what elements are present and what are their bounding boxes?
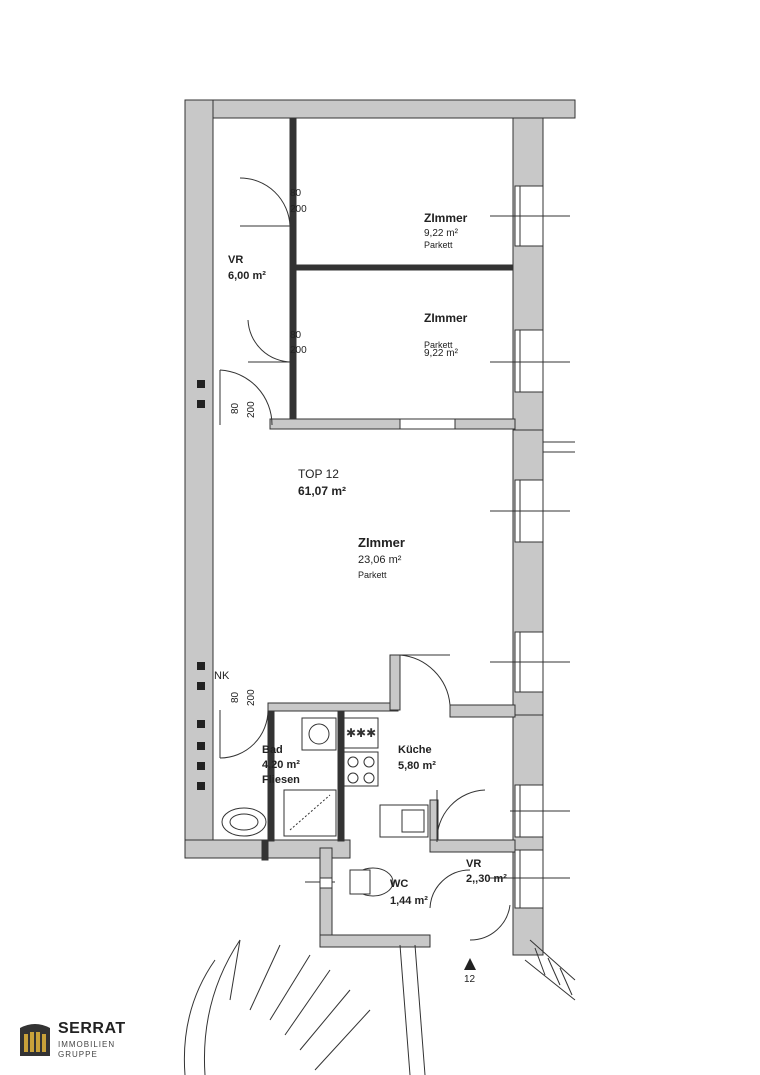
door-height-3: 200	[246, 401, 257, 418]
top-label: TOP 12	[298, 467, 339, 481]
zimmer-large-name: ZImmer	[358, 535, 405, 550]
bad-area: 4,20 m²	[262, 759, 300, 771]
logo-line1: IMMOBILIEN	[58, 1040, 116, 1049]
wc-area: 1,44 m²	[390, 895, 428, 907]
bad-floor: Fliesen	[262, 774, 300, 786]
door-width-1: 80	[290, 188, 302, 199]
company-logo: SERRAT IMMOBILIEN GRUPPE	[18, 1018, 168, 1062]
logo-brand: SERRAT	[58, 1020, 126, 1037]
doors	[219, 177, 511, 941]
door-width-2: 80	[290, 330, 302, 341]
wall-markers	[197, 380, 205, 790]
zimmer-top-name: ZImmer	[424, 211, 468, 225]
kueche-name: Küche	[398, 744, 432, 756]
entry-number: 12	[464, 974, 476, 985]
zimmer-middle-floor: Parkett	[424, 340, 453, 350]
staircase	[183, 939, 576, 1075]
logo-line2: GRUPPE	[58, 1050, 98, 1059]
zimmer-middle-area: 9,22 m²	[424, 348, 458, 359]
door-width-3: 80	[230, 402, 241, 414]
fixtures: ✱✱✱	[221, 717, 429, 897]
logo-mark-icon	[20, 1024, 50, 1056]
door-height-2: 200	[290, 345, 307, 356]
windows	[490, 185, 575, 909]
zimmer-top-floor: Parkett	[424, 240, 453, 250]
entry-arrow	[464, 958, 476, 970]
door-width-4: 80	[230, 691, 241, 703]
door-height-4: 200	[246, 689, 257, 706]
bad-name: Bad	[262, 744, 283, 756]
zimmer-top-area: 9,22 m²	[424, 228, 458, 239]
svg-text:✱✱✱: ✱✱✱	[346, 726, 376, 740]
door-height-1: 200	[290, 204, 307, 215]
wc-name: WC	[390, 878, 409, 890]
zimmer-large-floor: Parkett	[358, 570, 387, 580]
interior-walls	[261, 117, 516, 861]
vr-lower-area: 2,,30 m²	[466, 873, 507, 885]
zimmer-large-area: 23,06 m²	[358, 554, 402, 566]
vr-upper-name: VR	[228, 254, 244, 266]
nk-label: NK	[214, 670, 230, 682]
vr-upper-area: 6,00 m²	[228, 270, 266, 282]
top-area: 61,07 m²	[298, 484, 347, 498]
zimmer-middle-name: ZImmer	[424, 311, 468, 325]
kueche-area: 5,80 m²	[398, 760, 436, 772]
vr-lower-name: VR	[466, 858, 482, 870]
